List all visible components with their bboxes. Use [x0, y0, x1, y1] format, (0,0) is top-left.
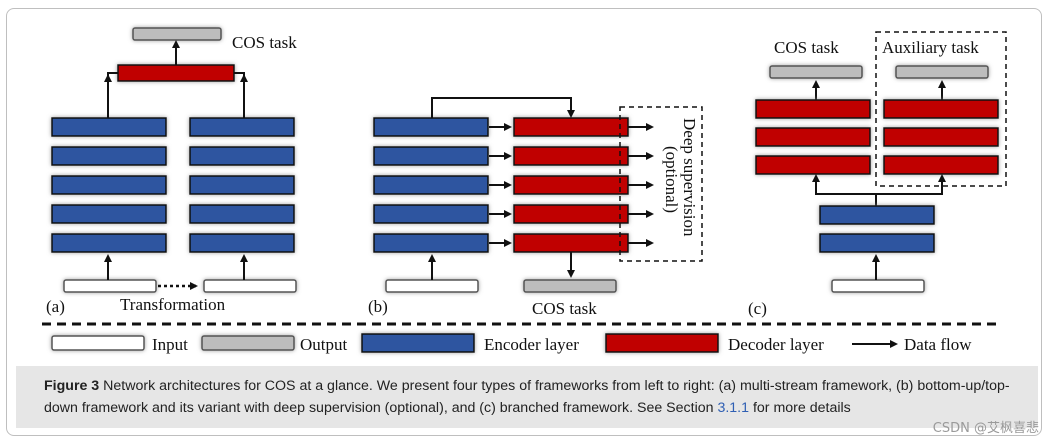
caption-section-link[interactable]: 3.1.1	[717, 400, 750, 416]
encoder-layer	[373, 204, 489, 224]
panel-b-optional-label: (optional)	[662, 146, 681, 213]
encoder-layer	[51, 175, 167, 195]
panel-b-encoder-stack	[373, 117, 489, 253]
decoder-layer	[883, 127, 999, 147]
panel-b-decoder-stack	[513, 117, 629, 253]
encoder-layer	[373, 175, 489, 195]
panel-c-auxiliary-box	[875, 31, 1007, 187]
panel-c-auxiliary-output-box	[895, 65, 989, 79]
decoder-layer	[883, 155, 999, 175]
encoder-layer	[189, 233, 295, 253]
panel-b-deep-supervision-label: Deep supervision	[680, 118, 699, 237]
caption-figure-label: Figure 3	[44, 378, 100, 394]
decoder-layer	[755, 127, 871, 147]
panel-c-input-box	[831, 279, 925, 293]
panel-a-transformation-label: Transformation	[120, 295, 226, 314]
encoder-layer	[189, 204, 295, 224]
decoder-layer	[513, 146, 629, 166]
panel-a-output-box	[132, 27, 222, 41]
panel-b: COS task (b) Deep supervision (optional)	[368, 97, 703, 318]
panel-a-left-encoder-stack	[51, 117, 167, 253]
panel-c-encoder-stack	[819, 205, 935, 253]
panel-b-output-box	[523, 279, 617, 293]
panel-a-input-box-right	[203, 279, 297, 293]
encoder-layer	[373, 233, 489, 253]
encoder-layer	[51, 146, 167, 166]
encoder-layer	[373, 146, 489, 166]
legend-encoder-swatch	[361, 333, 475, 353]
figure-caption: Figure 3 Network architectures for COS a…	[16, 366, 1038, 428]
caption-text-part1: Network architectures for COS at a glanc…	[44, 378, 1010, 416]
decoder-layer	[513, 175, 629, 195]
decoder-layer	[513, 233, 629, 253]
encoder-layer	[189, 117, 295, 137]
legend-encoder-label: Encoder layer	[484, 335, 579, 354]
decoder-layer	[513, 204, 629, 224]
legend-output-label: Output	[300, 335, 348, 354]
panel-c: COS task Auxiliary task	[748, 31, 1007, 318]
decoder-layer	[755, 99, 871, 119]
panel-a-input-box-left	[63, 279, 157, 293]
panel-a-decoder-layer	[117, 64, 235, 82]
legend: Input Output Encoder layer Decoder layer…	[51, 333, 972, 354]
decoder-layer	[755, 155, 871, 175]
encoder-layer	[819, 233, 935, 253]
panel-c-label: (c)	[748, 299, 767, 318]
panel-c-output-box	[769, 65, 863, 79]
panel-b-label: (b)	[368, 297, 388, 316]
panel-c-main-decoder-stack	[755, 99, 871, 175]
encoder-layer	[189, 175, 295, 195]
panel-b-deep-supervision-box	[619, 106, 703, 262]
legend-decoder-swatch	[605, 333, 719, 353]
panel-b-input-box	[385, 279, 479, 293]
encoder-layer	[819, 205, 935, 225]
watermark: CSDN @艾枫喜悲	[932, 421, 1039, 436]
legend-input-swatch	[51, 335, 145, 351]
decoder-layer	[513, 117, 629, 137]
decoder-layer	[883, 99, 999, 119]
panel-c-output-label: COS task	[774, 38, 839, 57]
encoder-layer	[51, 117, 167, 137]
legend-flow-label: Data flow	[904, 335, 972, 354]
encoder-layer	[51, 233, 167, 253]
panel-b-output-label: COS task	[532, 299, 597, 318]
legend-decoder-label: Decoder layer	[728, 335, 824, 354]
caption-text-part2: for more details	[749, 400, 851, 416]
panel-a-right-encoder-stack	[189, 117, 295, 253]
panel-c-auxiliary-label: Auxiliary task	[882, 38, 979, 57]
legend-input-label: Input	[152, 335, 188, 354]
architecture-diagram: COS task (a) Transform	[42, 27, 1007, 354]
encoder-layer	[373, 117, 489, 137]
legend-output-swatch	[201, 335, 295, 351]
panel-c-auxiliary-decoder-stack	[883, 99, 999, 175]
panel-a-label: (a)	[46, 297, 65, 316]
encoder-layer	[51, 204, 167, 224]
panel-a: COS task (a) Transform	[46, 27, 297, 316]
encoder-layer	[189, 146, 295, 166]
panel-a-output-label: COS task	[232, 33, 297, 52]
